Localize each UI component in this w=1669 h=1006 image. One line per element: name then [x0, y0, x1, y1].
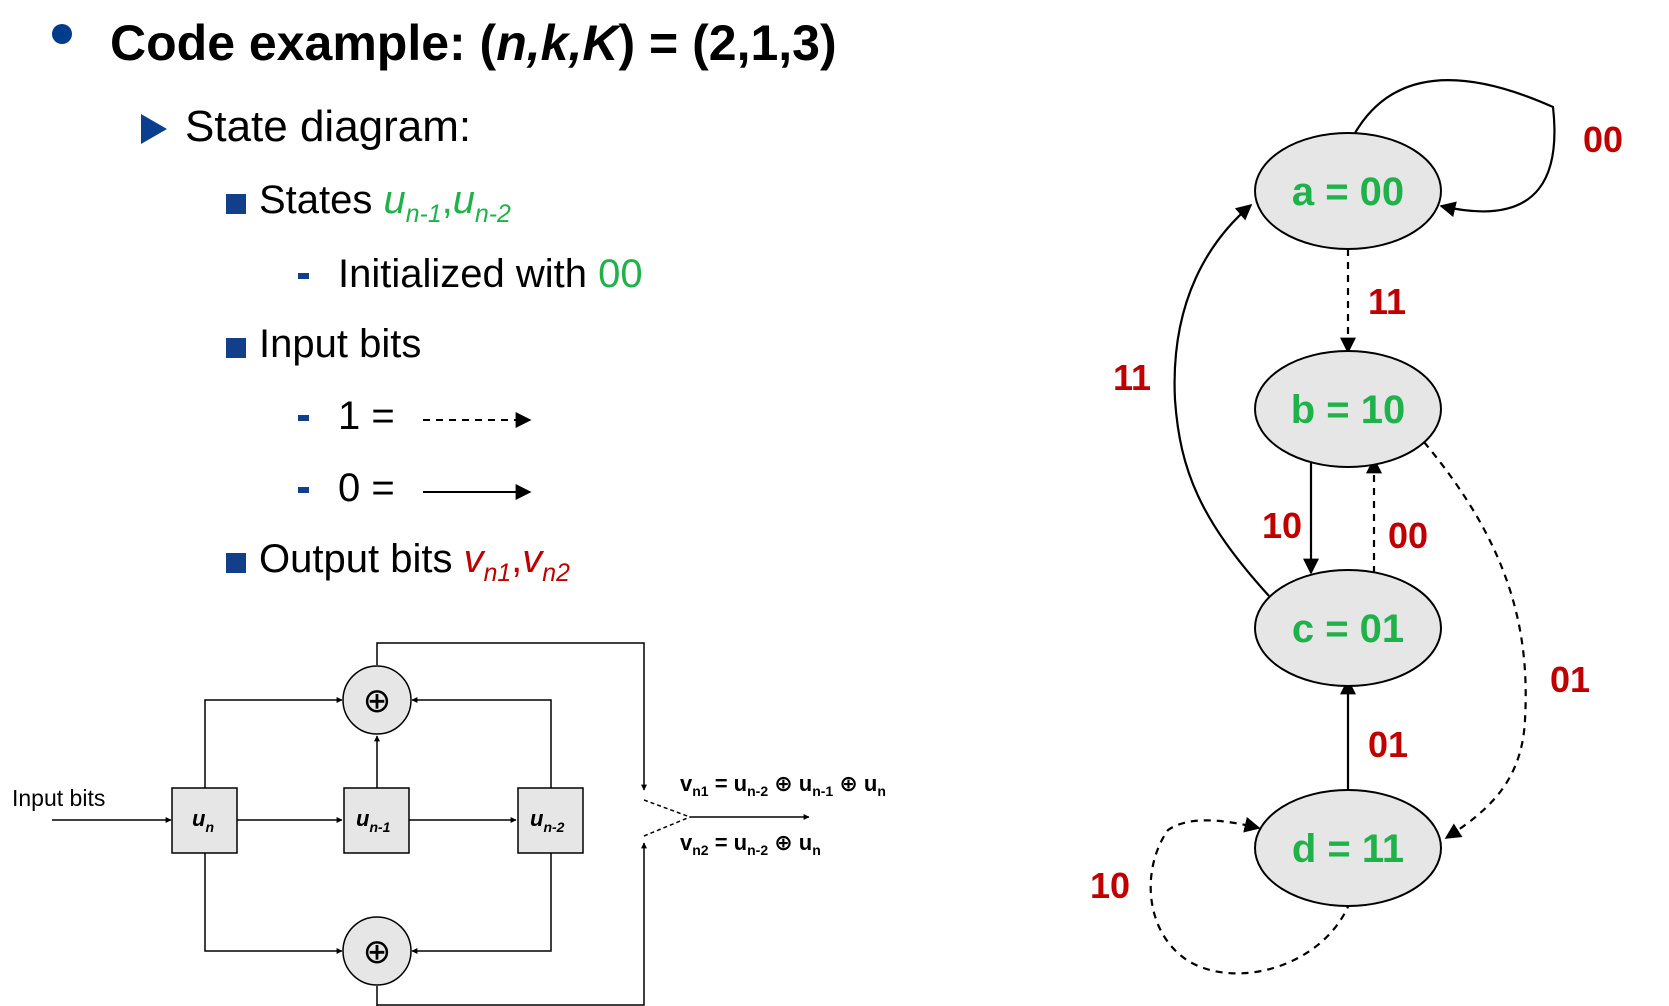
init-label: Initialized with	[338, 252, 599, 296]
states-comma: ,	[441, 178, 453, 222]
reg-un-1-label: un-1	[356, 806, 391, 835]
output-var2: v	[522, 537, 543, 581]
title-sep1: ,	[526, 15, 541, 71]
input-zero-label: 0 =	[338, 466, 395, 510]
states-sub2: n-2	[474, 201, 511, 228]
output-label: Output bits	[259, 537, 464, 581]
state-label-d: d = 11	[1292, 827, 1404, 871]
title-suffix: ) = (2,1,3)	[618, 15, 837, 71]
title-sep2: ,	[568, 15, 583, 71]
title-n: n	[496, 15, 527, 71]
title-prefix: Code example: (	[110, 15, 497, 71]
edge-label-a-to-b: 11	[1368, 281, 1406, 322]
edge-label-d-to-c: 01	[1368, 724, 1408, 765]
edge-label-a-self: 00	[1583, 119, 1623, 160]
register-un-2	[517, 787, 584, 854]
state-label-c: c = 01	[1292, 607, 1404, 651]
output-eq-vn2: vn2 = un-2 ⊕ un	[680, 830, 821, 858]
state-label-a: a = 00	[1292, 170, 1404, 214]
init-value: 00	[598, 252, 643, 296]
states-sub1: n-1	[405, 201, 442, 228]
dash-bullet-icon	[298, 415, 309, 421]
title-bullet	[52, 24, 72, 44]
dash-bullet-icon	[298, 273, 309, 279]
xor-gate-top	[342, 665, 412, 735]
output-var1: v	[463, 537, 484, 581]
reg-un-2-label: un-2	[530, 806, 565, 835]
dash-bullet-icon	[298, 487, 309, 493]
output-comma: ,	[511, 537, 523, 581]
edge-label-b-to-d: 01	[1550, 659, 1590, 700]
edge-label-c-to-b: 00	[1388, 515, 1428, 556]
triangle-bullet-icon	[141, 114, 167, 144]
states-item: States un-1,un-2	[259, 178, 511, 229]
xor-gate-bottom	[342, 916, 412, 986]
xor-symbol-bottom: ⊕	[363, 933, 392, 971]
register-un-1	[343, 787, 410, 854]
edge-a-self	[1354, 79, 1556, 218]
output-eq-vn1: vn1 = un-2 ⊕ un-1 ⊕ un	[680, 771, 886, 799]
init-item: Initialized with 00	[338, 252, 643, 297]
square-bullet-icon	[226, 338, 246, 358]
states-label: States	[259, 178, 384, 222]
edge-label-b-to-c: 10	[1262, 505, 1302, 546]
xor-symbol-top: ⊕	[363, 682, 392, 720]
title-k: k	[540, 15, 569, 71]
square-bullet-icon	[226, 553, 246, 573]
state-node-a	[1254, 132, 1442, 250]
input-bits-label: Input bits	[259, 322, 422, 366]
state-diagram-heading: State diagram:	[185, 102, 472, 151]
edge-c-to-a	[1173, 203, 1270, 597]
edge-label-d-self: 10	[1090, 865, 1130, 906]
state-node-d	[1254, 789, 1442, 907]
reg-un-label: un	[192, 806, 214, 835]
state-node-c	[1254, 569, 1442, 687]
circuit-input-label: Input bits	[12, 785, 105, 811]
slide-title: Code example: (n,k,K) = (2,1,3)	[110, 14, 837, 72]
edge-d-self	[1149, 816, 1352, 975]
title-K: K	[582, 15, 619, 71]
state-transitions	[1149, 79, 1556, 975]
state-node-b	[1254, 350, 1442, 468]
edge-label-c-to-a: 11	[1113, 357, 1151, 398]
output-sub2: n2	[542, 560, 570, 587]
register-un	[171, 787, 238, 854]
square-bullet-icon	[226, 194, 246, 214]
encoder-circuit	[52, 642, 810, 1006]
output-sub1: n1	[483, 560, 512, 587]
states-var1: u	[383, 178, 406, 222]
state-label-b: b = 10	[1291, 388, 1406, 432]
output-item: Output bits vn1,vn2	[259, 537, 570, 588]
states-var2: u	[452, 178, 475, 222]
edge-b-to-d	[1423, 441, 1527, 839]
input-one-label: 1 =	[338, 394, 395, 438]
